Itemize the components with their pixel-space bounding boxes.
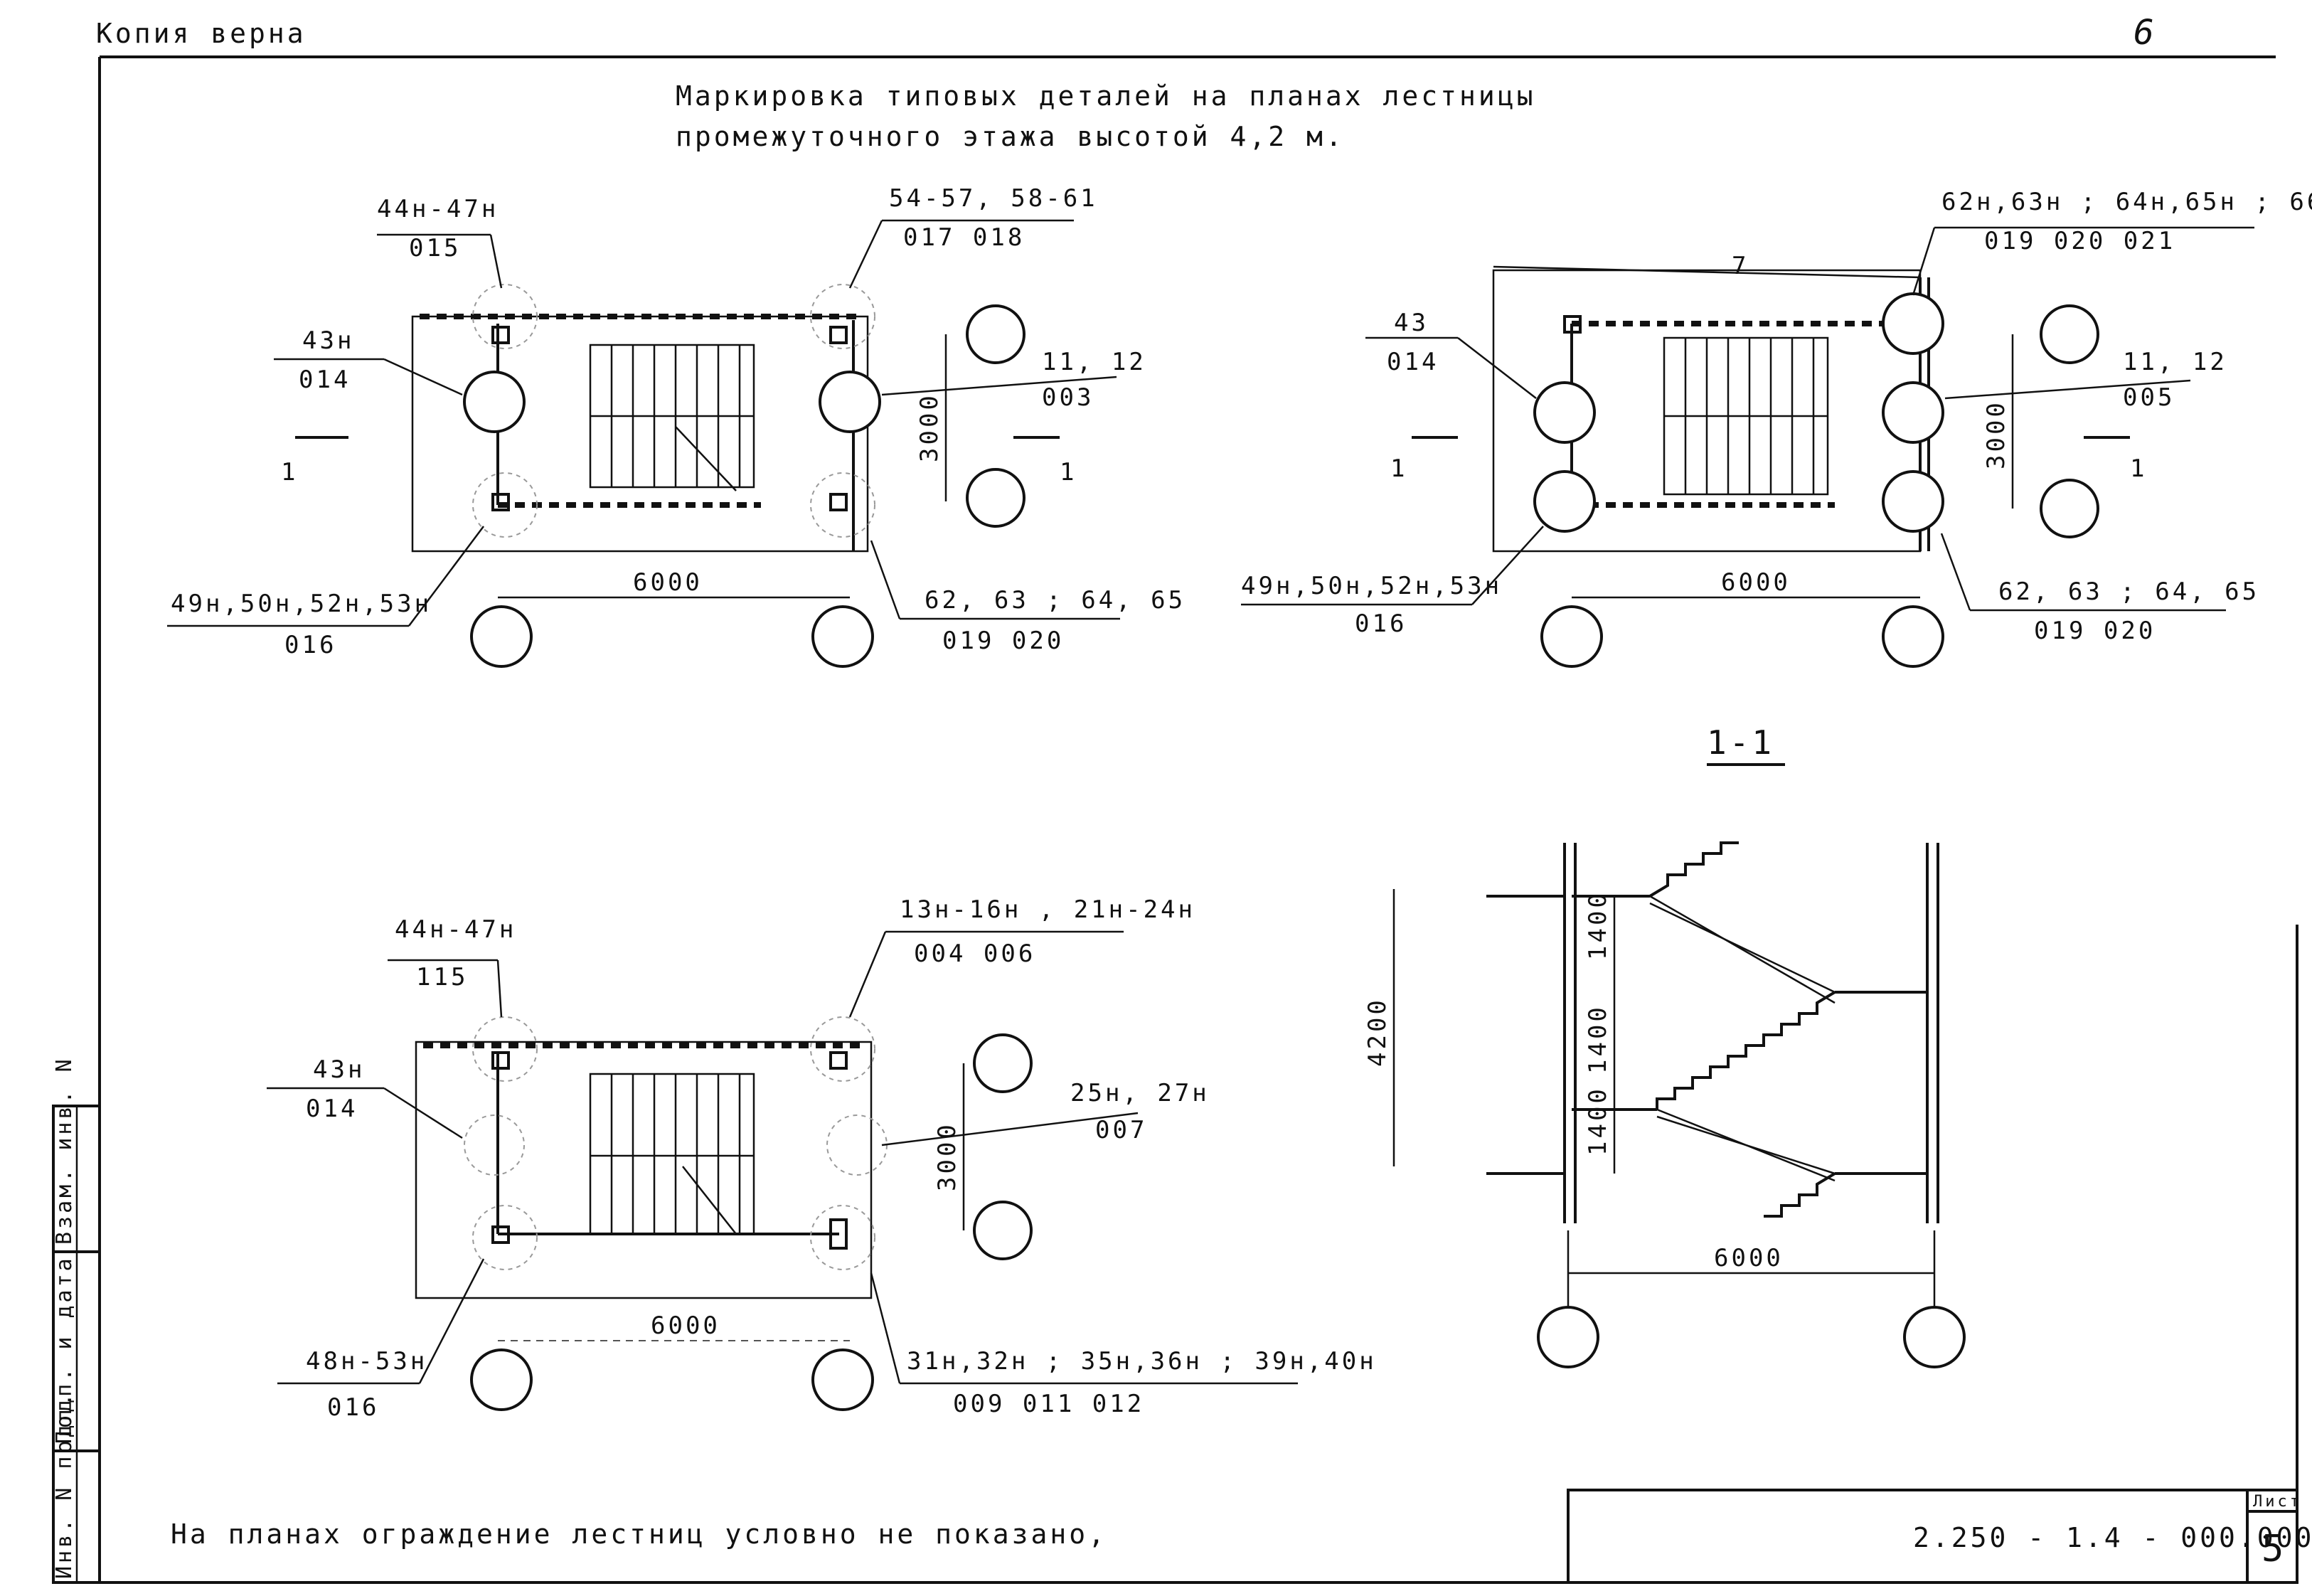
section-dim-total: 4200: [1363, 997, 1392, 1067]
plan-c-label-bottom-left: 48н-53н: [306, 1347, 427, 1376]
sheet-number: 5: [2262, 1528, 2286, 1570]
title-line-1: Маркировка типовых деталей на планах лес…: [676, 80, 1536, 112]
stair-flight: [589, 1073, 755, 1235]
plan-c-label-top-left: 44н-47н: [395, 915, 516, 944]
title-block: 2.250 - 1.4 - 000.000ТО Лист 5: [1567, 1489, 2312, 1584]
section-dim-width: 6000: [1714, 1244, 1784, 1272]
margin-label-replace: Взам. инв. N: [52, 1056, 77, 1245]
sheet-label: Лист: [2253, 1493, 2302, 1511]
stair-flight: [589, 344, 755, 491]
plan-a-label-bottom-left: 49н,50н,52н,53н: [171, 590, 432, 618]
plan-b-label-right: 11, 12: [2123, 348, 2227, 376]
plan-a-label-bottom-right: 62, 63 ; 64, 65: [925, 586, 1186, 615]
plan-a: 6000 3000 1 1 44н-47н 015 54-57, 58-61 0…: [167, 184, 1186, 668]
title-line-2: промежуточного этажа высотой 4,2 м.: [676, 121, 1345, 152]
plan-c-label-right: 25н, 27н: [1070, 1079, 1210, 1107]
plan-c-sub-right: 007: [1095, 1116, 1147, 1144]
plan-c-sub-bottom-left: 016: [327, 1393, 379, 1422]
plan-c-sub-top-right: 004 006: [914, 940, 1035, 968]
plan-b-label-left: 43: [1394, 309, 1429, 337]
plan-c-sub-bottom-right: 009 011 012: [953, 1390, 1144, 1418]
plan-c-dim-width: 6000: [651, 1312, 720, 1340]
plan-a-label-top-right: 54-57, 58-61: [889, 184, 1098, 213]
plan-c-sub-top-left: 115: [416, 963, 468, 991]
plan-b-sub-bottom-right: 019 020: [2034, 617, 2156, 645]
plan-a-label-right: 11, 12: [1042, 348, 1146, 376]
plan-b-section-right: 1: [2130, 454, 2147, 483]
margin-label-sign: Подп. и дата: [52, 1255, 77, 1444]
plan-a-sub-top-left: 015: [409, 234, 461, 262]
plan-a-sub-top-right: 017 018: [903, 223, 1025, 252]
plan-c: 6000 3000 44н-47н 115 13н-16н , 21н-24н …: [267, 895, 1377, 1422]
plan-b-label-bottom-right: 62, 63 ; 64, 65: [1998, 578, 2259, 606]
plan-a-sub-left: 014: [299, 366, 351, 394]
plan-b-dim-height: 3000: [1982, 400, 2010, 469]
plan-a-section-left: 1: [281, 458, 298, 486]
section-1-1: 1-1 4200 1400 1400 1400 6000: [1363, 723, 1966, 1368]
section-dim-a: 1400: [1584, 890, 1612, 960]
plan-b-sub-top-right: 019 020 021: [1984, 227, 2175, 255]
section-dim-c: 1400: [1584, 1086, 1612, 1156]
margin-stamp: Инв. N подл. Подп. и дата Взам. инв. N: [52, 1056, 101, 1584]
copy-stamp: Копия верна: [96, 18, 307, 49]
stair-flights: [1648, 841, 1836, 1218]
plan-b-section-left: 1: [1390, 454, 1407, 483]
footer-note: На планах ограждение лестниц условно не …: [171, 1518, 1107, 1550]
plan-a-dim-width: 6000: [633, 568, 703, 597]
plan-b-sub-right: 005: [2123, 383, 2175, 412]
plan-a-label-top-left: 44н-47н: [377, 195, 499, 223]
plan-b-sub-bottom-left: 016: [1355, 610, 1407, 638]
plan-a-sub-bottom-right: 019 020: [942, 627, 1064, 655]
plan-c-label-top-right: 13н-16н , 21н-24н: [900, 895, 1195, 924]
plan-b-label-top-right: 62н,63н ; 64н,65н ; 66,67: [1941, 188, 2312, 216]
plan-b: 7 6000 3000: [1241, 188, 2312, 668]
stair-flight: [1663, 336, 1829, 496]
section-dim-b: 1400: [1584, 1004, 1612, 1074]
plan-a-sub-bottom-left: 016: [284, 631, 336, 659]
section-label: 1-1: [1707, 723, 1774, 762]
plan-a-section-right: 1: [1060, 458, 1077, 486]
page-number: 6: [2133, 13, 2157, 53]
plan-b-label-bottom-left: 49н,50н,52н,53н: [1241, 572, 1502, 600]
plan-c-sub-left: 014: [306, 1095, 358, 1123]
plan-a-sub-right: 003: [1042, 383, 1094, 412]
plan-c-label-left: 43н: [313, 1055, 365, 1084]
plan-b-dim-top: 7: [1732, 252, 1749, 280]
plan-b-dim-width: 6000: [1721, 568, 1791, 597]
plan-a-label-left: 43н: [302, 326, 354, 355]
plan-c-dim-height: 3000: [933, 1122, 961, 1191]
plan-c-label-bottom-right: 31н,32н ; 35н,36н ; 39н,40н: [907, 1347, 1377, 1376]
plan-b-sub-left: 014: [1387, 348, 1439, 376]
doc-code: 2.250 - 1.4 - 000.000ТО: [1913, 1522, 2312, 1553]
margin-label-inv: Инв. N подл.: [52, 1390, 77, 1579]
plan-a-dim-height: 3000: [915, 393, 944, 462]
